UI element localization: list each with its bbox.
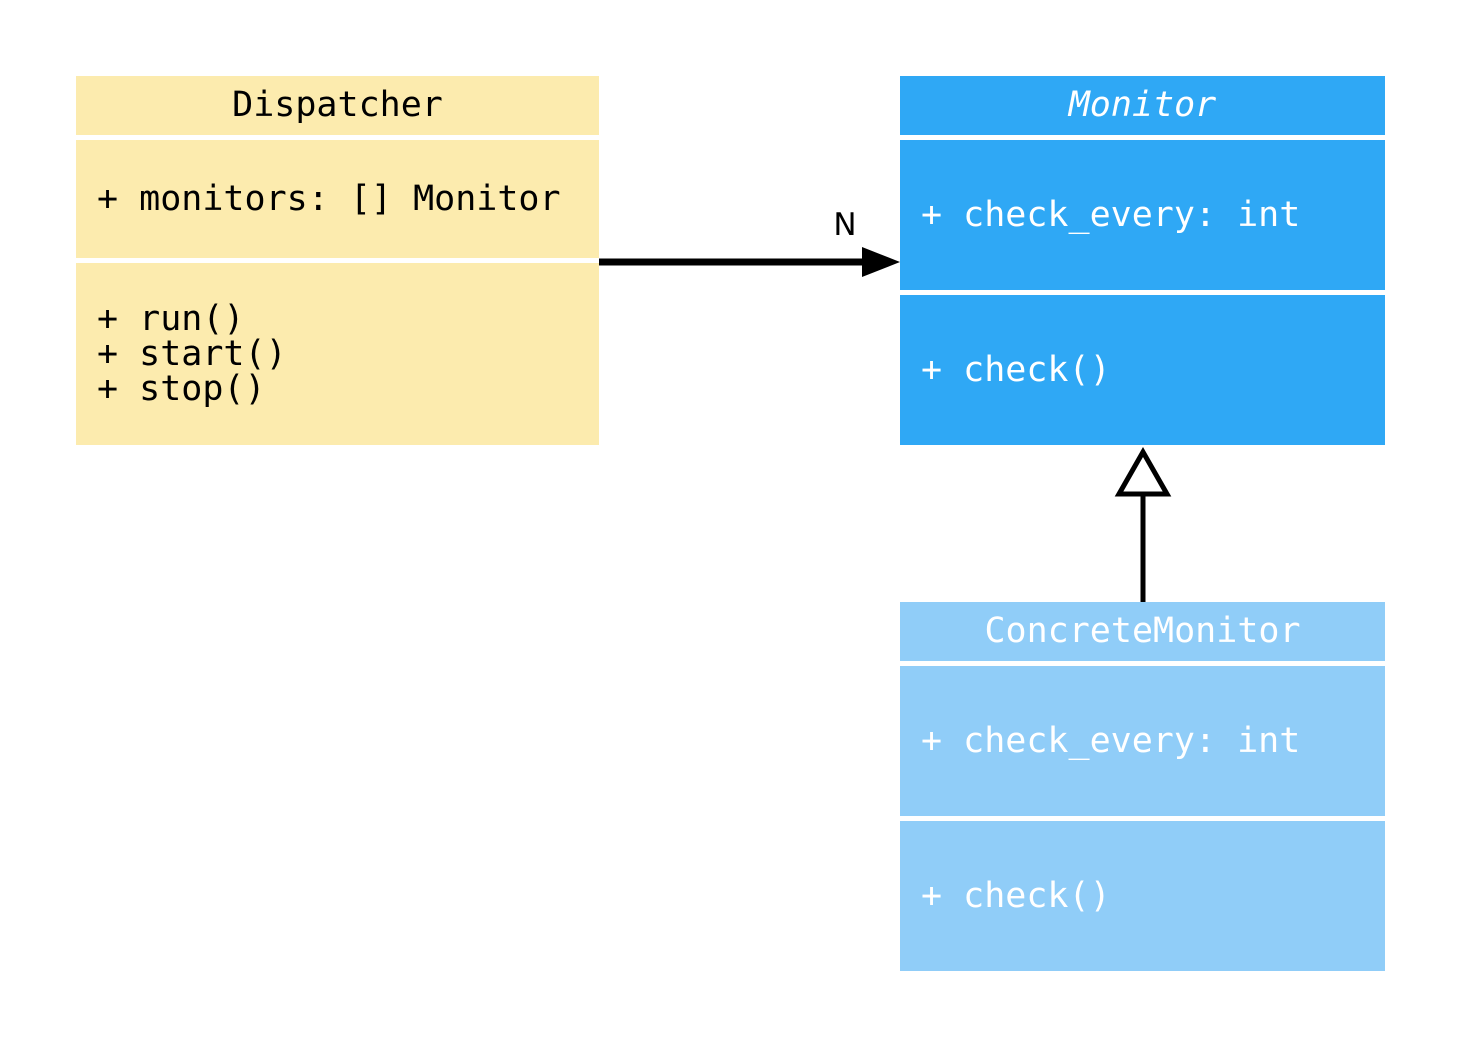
class-attributes-section: + check_every: int — [900, 140, 1385, 290]
class-title-abstract: Monitor — [900, 76, 1385, 135]
attribute-text: + check_every: int — [921, 720, 1301, 761]
class-methods-section: + check() — [900, 295, 1385, 445]
class-title: ConcreteMonitor — [900, 602, 1385, 661]
class-box-concrete-monitor: ConcreteMonitor + check_every: int + che… — [900, 602, 1385, 971]
class-box-dispatcher: Dispatcher + monitors: [] Monitor + run(… — [76, 76, 599, 445]
class-attributes-section: + monitors: [] Monitor — [76, 140, 599, 258]
method-text: + check() — [921, 875, 1111, 916]
class-box-monitor: Monitor + check_every: int + check() — [900, 76, 1385, 445]
method-text: + start() — [97, 333, 287, 374]
method-text: + check() — [921, 349, 1111, 390]
class-methods-section: + run() + start() + stop() — [76, 263, 599, 445]
attribute-text: + monitors: [] Monitor — [97, 178, 561, 219]
association-multiplicity-label: N — [833, 207, 857, 243]
method-text: + stop() — [97, 368, 266, 409]
method-text: + run() — [97, 298, 245, 339]
attribute-text: + check_every: int — [921, 194, 1301, 235]
class-methods-section: + check() — [900, 821, 1385, 971]
class-title: Dispatcher — [76, 76, 599, 135]
inheritance-arrow — [1114, 446, 1172, 602]
association-arrow — [599, 247, 900, 277]
class-attributes-section: + check_every: int — [900, 666, 1385, 816]
